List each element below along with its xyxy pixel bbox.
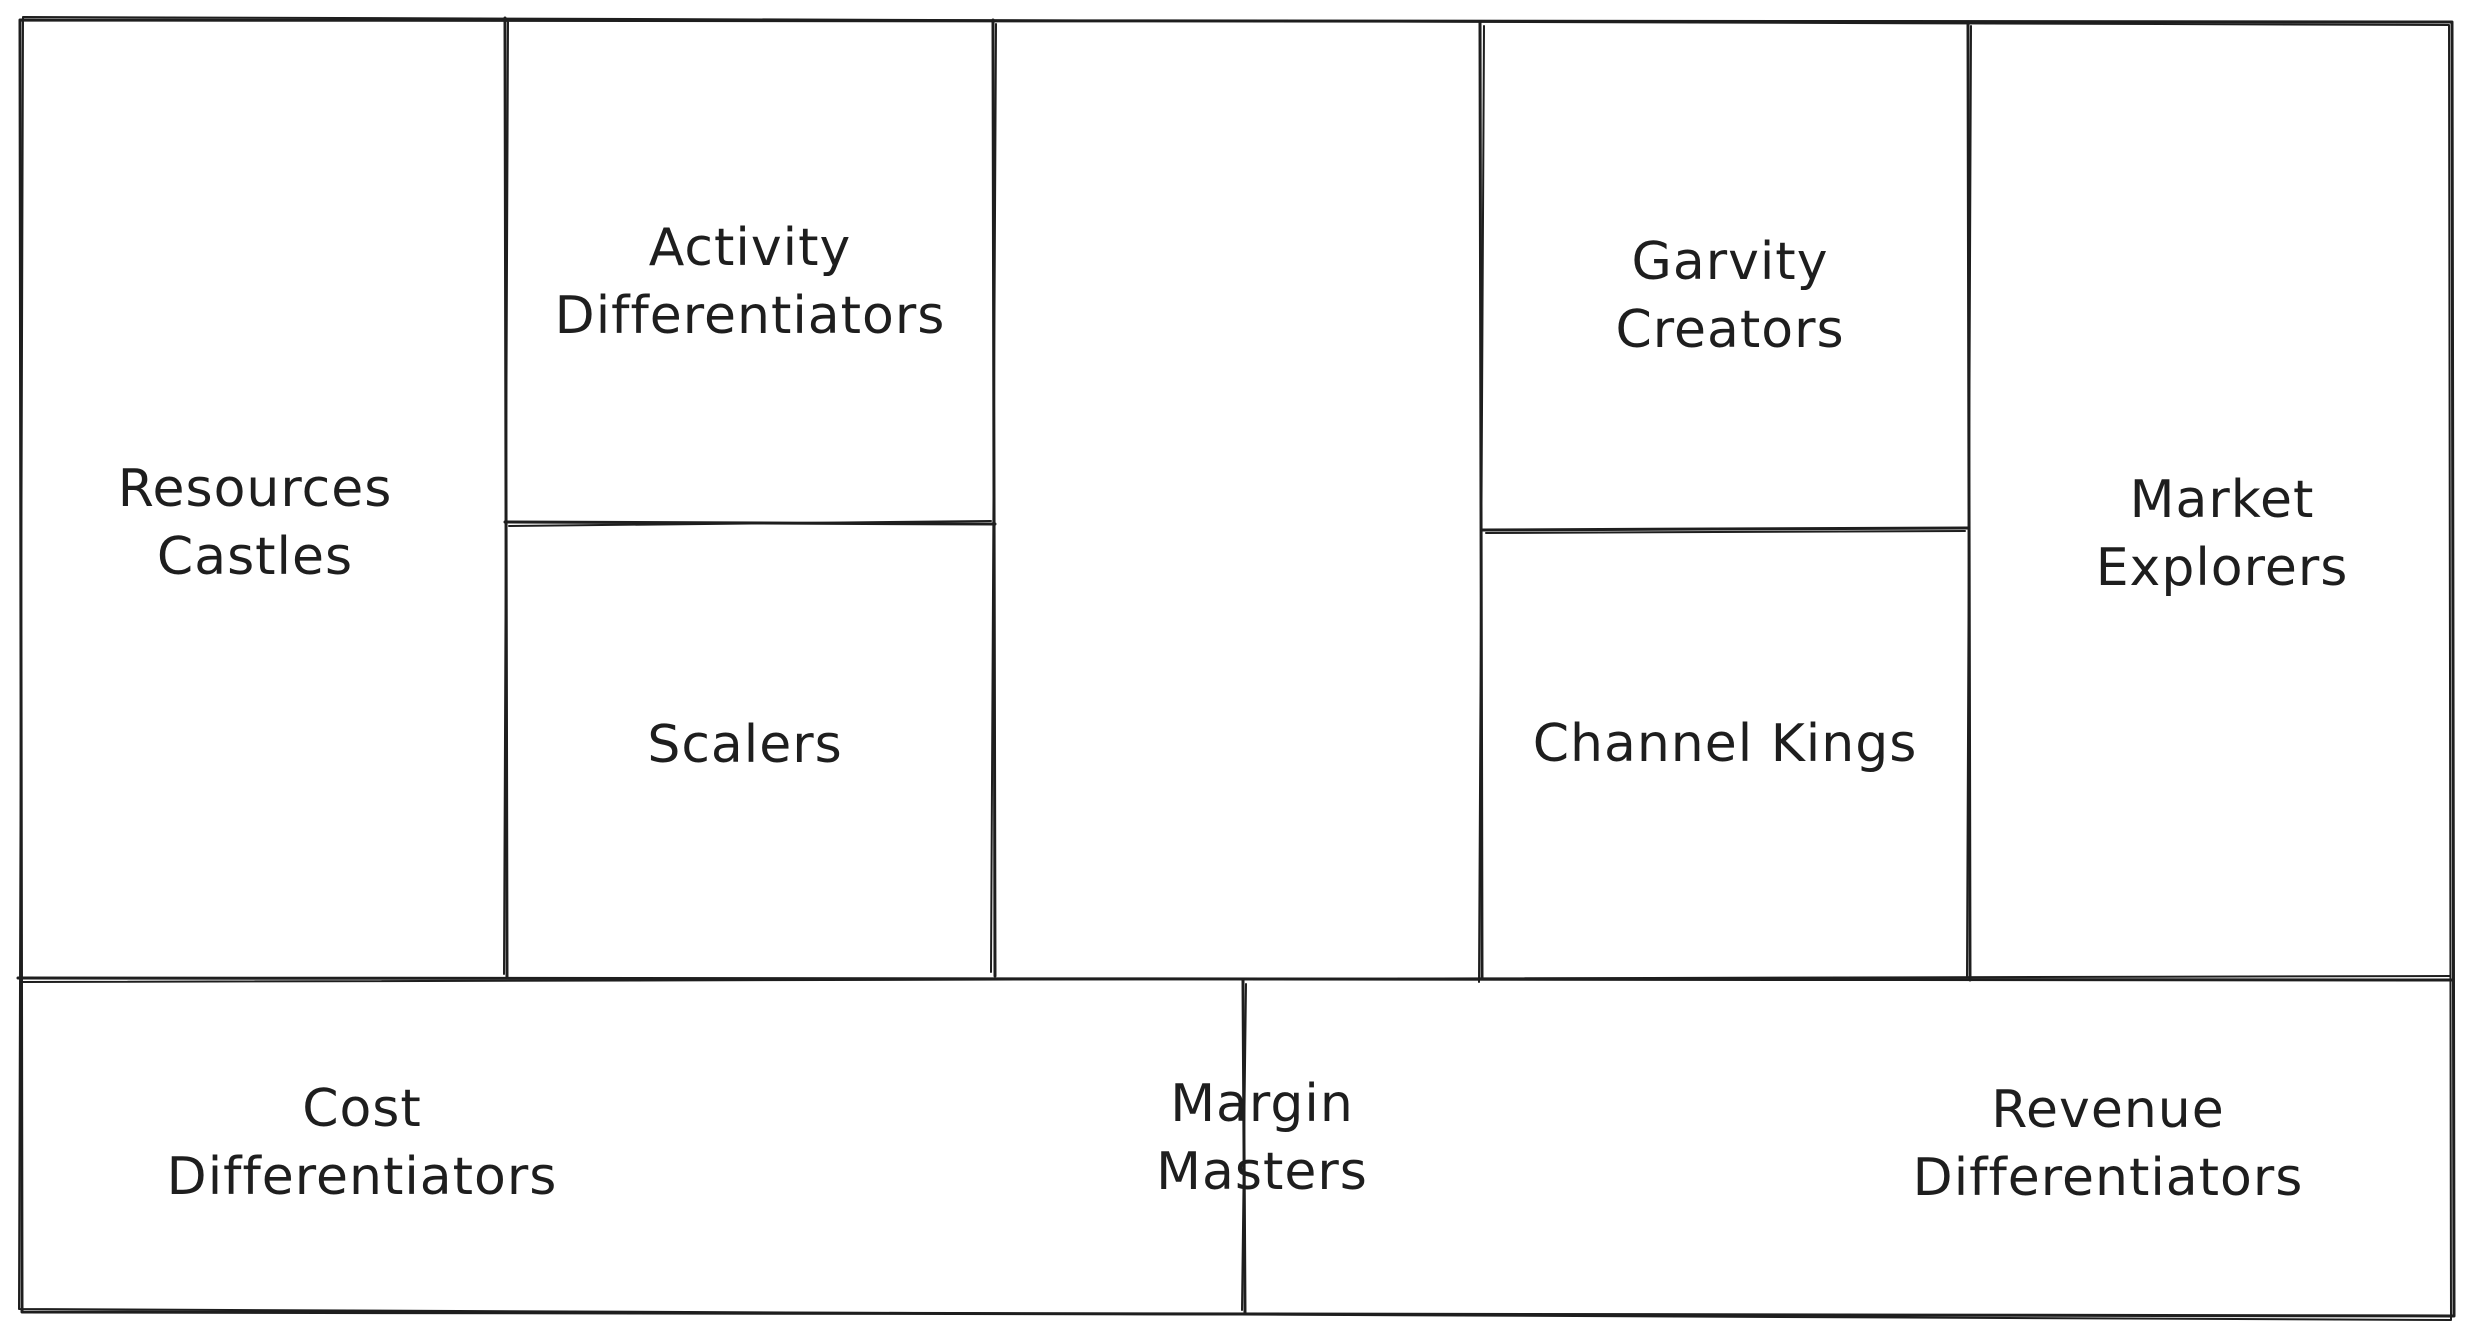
block-channel-line1: Channel Kings: [1532, 714, 1918, 774]
block-resources-line2: Castles: [156, 527, 354, 587]
block-market-line1: Market: [2129, 470, 2315, 530]
block-cost-line1: Cost: [302, 1079, 422, 1139]
block-channel-kings: Channel Kings: [1533, 710, 1918, 778]
block-revenue-differentiators: Revenue Differentiators: [1913, 1076, 2304, 1212]
divider-gravity-channel: [1480, 526, 1970, 532]
block-scalers: Scalers: [647, 711, 842, 779]
divider-center-gravity-overstroke: [1478, 25, 1485, 983]
outer-frame-overstroke: [18, 16, 2452, 1321]
divider-resources-activity-overstroke: [503, 21, 509, 975]
block-margin-line2: Masters: [1156, 1142, 1368, 1202]
block-activity-differentiators: Activity Differentiators: [555, 214, 946, 350]
divider-gravity-market-overstroke: [1966, 25, 1972, 977]
block-cost-differentiators: Cost Differentiators: [167, 1075, 558, 1211]
block-scalers-line1: Scalers: [647, 715, 843, 775]
block-activity-line2: Differentiators: [554, 286, 946, 346]
block-market-line2: Explorers: [2095, 538, 2349, 598]
block-gravity-creators: Garvity Creators: [1615, 228, 1844, 364]
block-margin-masters: Margin Masters: [1156, 1070, 1368, 1206]
block-resources-line1: Resources: [117, 459, 393, 519]
divider-cost-revenue-overstroke: [1241, 983, 1247, 1311]
block-market-explorers: Market Explorers: [2096, 466, 2349, 602]
divider-gravity-channel-overstroke: [1485, 530, 1966, 534]
divider-activity-scalers-overstroke: [508, 520, 992, 527]
block-revenue-line1: Revenue: [1991, 1080, 2225, 1140]
block-margin-line1: Margin: [1170, 1074, 1354, 1134]
block-resources-castles: Resources Castles: [118, 455, 393, 591]
block-cost-line2: Differentiators: [166, 1147, 558, 1207]
divider-activity-center-overstroke: [990, 23, 997, 973]
row-divider-overstroke: [21, 975, 2451, 983]
block-revenue-line2: Differentiators: [1912, 1148, 2304, 1208]
block-gravity-line1: Garvity: [1631, 232, 1829, 292]
block-activity-line1: Activity: [648, 218, 852, 278]
block-gravity-line2: Creators: [1615, 300, 1845, 360]
outer-frame: [18, 18, 2456, 1318]
